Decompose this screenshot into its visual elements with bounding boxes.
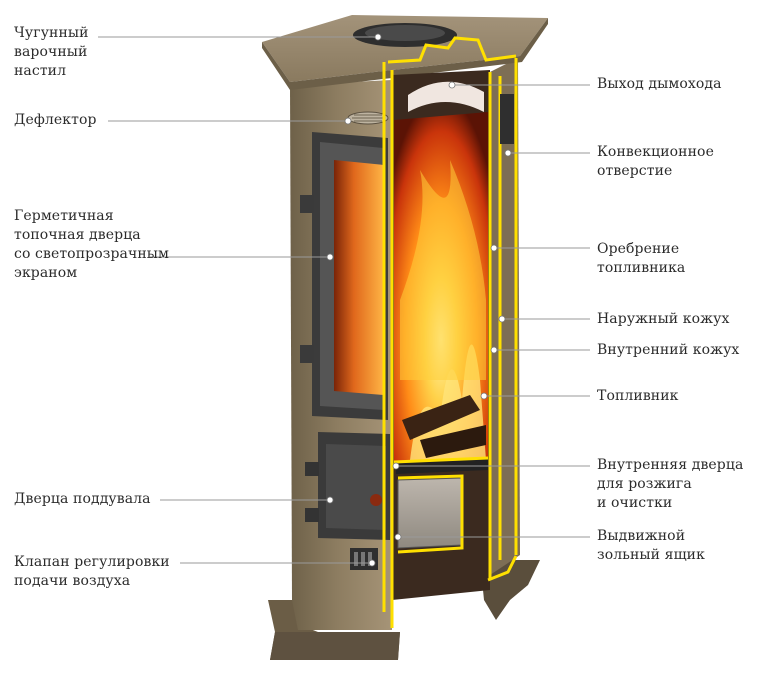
label-deflector: Дефлектор [14, 112, 97, 128]
stove-top-plate [262, 15, 548, 82]
stove-right-leg [480, 560, 540, 620]
label-air-valve: Клапан регулировки подачи воздуха [14, 554, 170, 589]
label-ash-drawer: Выдвижной зольный ящик [597, 528, 705, 563]
label-ashpit-door: Дверца поддувала [14, 491, 151, 507]
label-inner-casing: Внутренний кожух [597, 342, 740, 358]
label-firebox-ribbing: Оребрение топливника [597, 241, 686, 276]
leader-lines [98, 36, 590, 564]
label-firebox: Топливник [597, 388, 679, 404]
label-flue-exit: Выход дымохода [597, 76, 722, 92]
label-convection-opening: Конвекционное отверстие [597, 144, 714, 179]
label-outer-casing: Наружный кожух [597, 311, 730, 327]
glass-panel [334, 160, 384, 395]
stove-body-side [490, 58, 520, 575]
label-cast-iron-hob: Чугунный варочный настил [14, 25, 89, 79]
cut-outline [382, 36, 518, 628]
leader-dots [326, 33, 512, 567]
logs [402, 395, 480, 440]
label-inner-door: Внутренняя дверца для розжига и очистки [597, 457, 744, 511]
flue-exit [408, 81, 484, 112]
label-sealed-firebox-door: Герметичная топочная дверца со светопроз… [14, 208, 169, 281]
convection-opening [500, 94, 514, 144]
